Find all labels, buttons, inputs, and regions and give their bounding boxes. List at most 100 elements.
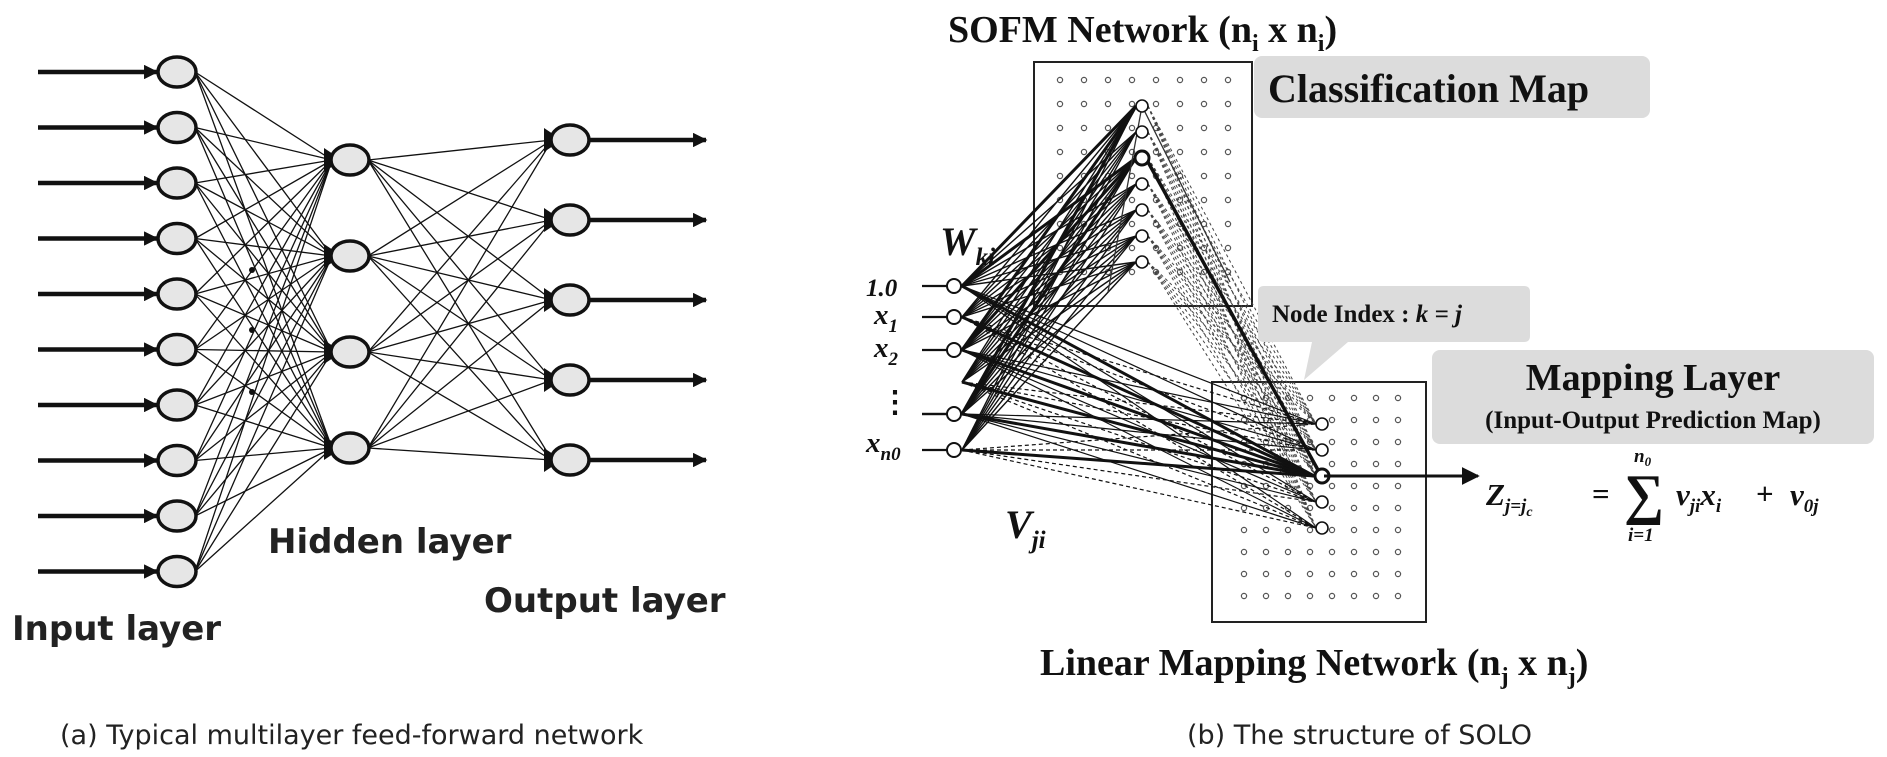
connection-line [194, 351, 333, 572]
input-node [156, 499, 198, 533]
node-index-label: Node Index : k = j [1272, 301, 1463, 328]
panel-b-solo: SOFM Network (ni x ni) Classification Ma… [865, 9, 1874, 751]
connection-line [194, 447, 333, 572]
mapping-grid-node [1372, 570, 1380, 578]
panel-a-input-arrows [38, 64, 159, 579]
mapping-grid-node [1240, 570, 1248, 578]
sofm-grid-node [1128, 220, 1136, 228]
input-node [946, 442, 962, 458]
sofm-grid-node [1176, 268, 1184, 276]
sofm-to-map-connection [1147, 261, 1317, 425]
sofm-grid-node [1104, 124, 1112, 132]
mapping-grid-node [1284, 570, 1292, 578]
input-node [946, 406, 962, 422]
input-to-winner-connection [961, 315, 1315, 478]
sofm-highlight-node [1135, 229, 1149, 243]
connection-line [194, 255, 333, 461]
input-node [156, 332, 198, 367]
sofm-grid-node [1128, 268, 1136, 276]
panel-a-connections [194, 71, 553, 572]
input-to-map-connection [961, 349, 1317, 529]
input-node [156, 221, 198, 256]
sofm-grid-node [1080, 124, 1088, 132]
input-to-map-connection [961, 413, 1317, 503]
connection-line [367, 447, 553, 461]
connection-line [194, 182, 333, 353]
input-to-sofm-connection [961, 183, 1137, 383]
mapping-grid-node [1394, 504, 1402, 512]
sofm-grid-node [1104, 100, 1112, 108]
input-node [946, 278, 962, 294]
input-to-map-connection [961, 423, 1317, 451]
input-to-sofm-connection [961, 131, 1137, 451]
connection-line [194, 255, 333, 295]
sofm-neighborhood-line [1107, 103, 1231, 293]
connection-line [367, 139, 553, 257]
connection-line [367, 351, 553, 461]
connection-line [194, 71, 333, 449]
sofm-grid-node [1200, 148, 1208, 156]
input-node [156, 388, 198, 422]
mapping-grid-node [1394, 460, 1402, 468]
mapping-grid-node [1372, 482, 1380, 490]
sofm-grid-node [1224, 196, 1232, 204]
sofm-to-map-connection [1147, 131, 1317, 425]
sofm-grid-node [1056, 76, 1064, 84]
connection-line [367, 139, 553, 353]
connection-line [194, 348, 333, 353]
input-label-ellipsis: ⋮ [880, 386, 910, 419]
sofm-grid-node [1176, 124, 1184, 132]
connection-line [194, 159, 333, 517]
output-layer-label: Output layer [484, 581, 726, 621]
connection-line [194, 159, 333, 184]
solo-input-labels: 1.0 x1 x2 ⋮ xn0 [865, 275, 910, 465]
hidden-node [329, 143, 371, 177]
input-node [156, 166, 198, 200]
formula-term2: v0j [1790, 477, 1819, 517]
mapping-grid-node [1306, 592, 1314, 600]
sofm-grid-node [1224, 76, 1232, 84]
mapping-highlight-node [1315, 495, 1329, 509]
sofm-grid-node [1224, 148, 1232, 156]
input-to-sofm-connection [961, 235, 1137, 415]
sofm-grid-node [1128, 148, 1136, 156]
input-node [156, 110, 198, 145]
connection-line [194, 293, 333, 353]
input-to-sofm-connection [961, 131, 1137, 415]
input-label-xn0: xn0 [865, 427, 901, 465]
connection-line [367, 219, 553, 353]
sofm-to-map-connection [1147, 261, 1317, 529]
sofm-highlight-node [1135, 203, 1149, 217]
input-to-sofm-connection [961, 183, 1137, 415]
mapping-grid-node [1350, 438, 1358, 446]
connection-line [194, 255, 333, 406]
input-to-winner-connection [961, 348, 1315, 478]
input-label-bias: 1.0 [866, 275, 898, 302]
panel-a-output-arrows [590, 132, 708, 468]
sofm-grid-node [1128, 124, 1136, 132]
output-formula: Zj=jc = ∑ n0 i=1 vjixi + v0j [1485, 446, 1819, 546]
connection-line [194, 351, 333, 406]
input-to-sofm-connection [960, 156, 1138, 352]
mapping-grid-node [1328, 416, 1336, 424]
sofm-grid-node [1056, 124, 1064, 132]
connection-line [367, 379, 553, 449]
mapping-grid-node [1262, 548, 1270, 556]
connection-line [367, 139, 553, 449]
input-to-sofm-connection [961, 209, 1137, 415]
mapping-grid-node [1394, 526, 1402, 534]
sofm-grid-node [1128, 244, 1136, 252]
connection-line [194, 293, 333, 449]
input-to-sofm-connection [961, 209, 1137, 383]
mapping-grid-node [1372, 438, 1380, 446]
sofm-highlight-node [1135, 125, 1149, 139]
ellipsis-dot [249, 327, 255, 333]
input-node [156, 443, 198, 478]
mapping-grid-node [1240, 548, 1248, 556]
connection-line [194, 404, 333, 449]
mapping-grid-node [1350, 548, 1358, 556]
connection-line [367, 255, 553, 461]
mapping-grid-node [1306, 548, 1314, 556]
sofm-grid-node [1200, 76, 1208, 84]
input-to-sofm-connection [961, 105, 1137, 383]
